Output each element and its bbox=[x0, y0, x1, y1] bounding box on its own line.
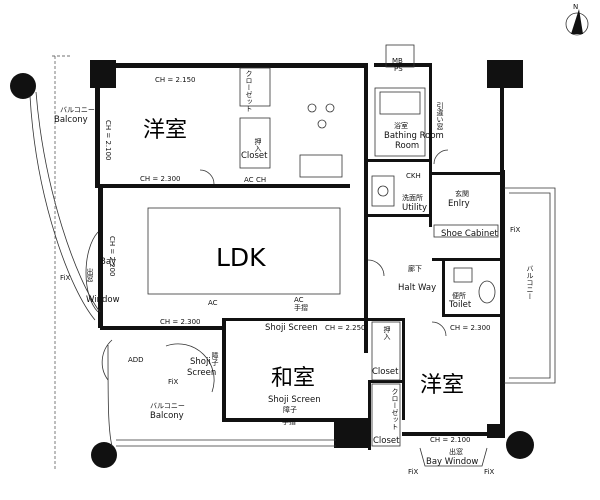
bathing-label-2: Room bbox=[395, 141, 419, 151]
closet-japanese-box bbox=[371, 321, 401, 381]
closet-mid-box bbox=[239, 117, 271, 169]
shoji-bottom-label: Shoji Screen bbox=[268, 395, 321, 405]
balcony-bottom-label: Balcony bbox=[150, 411, 184, 421]
balcony-top-jp-label: バルコニー bbox=[60, 106, 95, 114]
ps-mark: PS bbox=[394, 65, 403, 73]
fixtures bbox=[85, 44, 499, 467]
bay-bottom-jp-label: 出窓 bbox=[449, 447, 463, 456]
ch-western1-bottom: CH = 2.300 bbox=[140, 175, 181, 183]
balcony-right-label: バルコニー bbox=[526, 265, 534, 300]
ch-ldk-side: CH = 2.200 bbox=[108, 236, 116, 277]
closet-bottom-kanji: クローゼット bbox=[391, 388, 399, 430]
ch-ldk-bottom: CH = 2.300 bbox=[160, 318, 201, 326]
ckh-mark: CKH bbox=[406, 172, 421, 180]
closet-bottom-box bbox=[371, 383, 401, 447]
hallway-jp-label: 廊下 bbox=[408, 264, 422, 273]
utility-jp-label: 洗面所 bbox=[402, 193, 423, 202]
ch-mark: CH bbox=[256, 176, 266, 184]
ch-western2-top: CH = 2.300 bbox=[450, 324, 491, 332]
door-swing bbox=[101, 339, 113, 381]
shoji-left-jp-label: 障子 bbox=[211, 351, 219, 366]
north-mark: N bbox=[573, 3, 578, 11]
ch-western1-side: CH = 2.100 bbox=[104, 120, 112, 161]
closet-japanese-label: Closet bbox=[372, 367, 399, 377]
sliding-window-mark: 引違い窓 bbox=[436, 101, 444, 130]
bathing-jp-label: 浴室 bbox=[394, 121, 408, 130]
closet-top-box bbox=[239, 67, 271, 107]
closet-bottom-label: Closet bbox=[373, 436, 400, 446]
add-mark: ADD bbox=[128, 356, 144, 364]
closet-japanese-kanji: 押入 bbox=[383, 325, 391, 340]
stove-burner-icon bbox=[325, 103, 335, 113]
hallway-label: Halt Way bbox=[398, 283, 436, 293]
toilet-tank bbox=[453, 267, 473, 283]
bay-window-bottom bbox=[419, 447, 488, 467]
shoji-left-label-2: Screen bbox=[187, 368, 216, 378]
shoe-cabinet-box bbox=[433, 224, 499, 238]
door-swing bbox=[433, 149, 449, 165]
closet-mid-kanji: 押入 bbox=[254, 137, 262, 152]
stove-burner-icon bbox=[307, 103, 317, 113]
closet-top-kanji: クローゼット bbox=[245, 70, 253, 112]
ac-mark: AC bbox=[294, 296, 304, 304]
closet-mid-label: Closet bbox=[241, 151, 268, 161]
fix-mark: FiX bbox=[60, 274, 70, 282]
bathing-label: Bathing Room bbox=[384, 131, 444, 141]
bay-bottom-label: Bay Window bbox=[426, 457, 478, 467]
shoe-cabinet-label: Shoe Cabinet bbox=[441, 229, 498, 239]
shoji-top-label: Shoji Screen bbox=[265, 323, 318, 333]
room-ldk-label: LDK bbox=[216, 243, 266, 272]
room-western-2-label: 洋室 bbox=[420, 373, 464, 398]
shoji-swing bbox=[165, 343, 215, 393]
bathtub-inner bbox=[379, 91, 421, 115]
shoji-bottom-jp-label: 障子 bbox=[283, 405, 297, 414]
ch-western2-bottom: CH = 2.100 bbox=[430, 436, 471, 444]
fix-mark: FiX bbox=[510, 226, 520, 234]
balcony-outlines bbox=[29, 55, 556, 470]
balcony-bottom-jp-label: バルコニー bbox=[150, 402, 185, 410]
kitchen-counter bbox=[299, 154, 343, 178]
toilet-jp-label: 便所 bbox=[452, 291, 466, 300]
ch-japanese-top: CH = 2.250 bbox=[325, 324, 366, 332]
mb-mark: MB bbox=[392, 57, 403, 65]
bay-window-left bbox=[85, 231, 99, 313]
ac-mark: AC bbox=[244, 176, 254, 184]
handrail-mark: 手摺 bbox=[282, 417, 296, 426]
ch-western1-top: CH = 2.150 bbox=[155, 76, 196, 84]
fix-mark: FiX bbox=[408, 468, 418, 476]
door-swing bbox=[199, 169, 215, 185]
entry-jp-label: 玄関 bbox=[455, 189, 469, 198]
door-swing bbox=[431, 321, 447, 337]
ps-mb-box bbox=[385, 44, 415, 68]
fix-mark: FiX bbox=[168, 378, 178, 386]
bay-left-jp-label: 出窓 bbox=[86, 267, 94, 282]
bay-left-label: Bay bbox=[100, 257, 116, 267]
entry-label: Enlry bbox=[448, 199, 470, 209]
bay-left-label-2: Window bbox=[86, 295, 120, 305]
toilet-icon bbox=[478, 280, 496, 304]
door-swing bbox=[367, 259, 385, 277]
sink-icon bbox=[377, 185, 389, 197]
utility-label: Utility bbox=[402, 203, 427, 213]
fix-mark: FiX bbox=[484, 468, 494, 476]
ldk-dining-area bbox=[147, 207, 341, 295]
ac-mark: AC bbox=[208, 299, 218, 307]
stove-burner-icon bbox=[317, 119, 327, 129]
shoji-left-label: Shoji bbox=[190, 357, 211, 367]
handrail-mark: 手摺 bbox=[294, 303, 308, 312]
toilet-label: Toilet bbox=[448, 300, 472, 310]
washbasin bbox=[371, 175, 395, 207]
balcony-top-label: Balcony bbox=[54, 115, 88, 125]
room-japanese-label: 和室 bbox=[271, 366, 315, 391]
walls bbox=[92, 63, 505, 450]
north-compass-icon: N bbox=[565, 3, 589, 36]
room-western-1-label: 洋室 bbox=[143, 118, 187, 143]
bathtub bbox=[374, 87, 426, 157]
columns bbox=[10, 60, 534, 468]
